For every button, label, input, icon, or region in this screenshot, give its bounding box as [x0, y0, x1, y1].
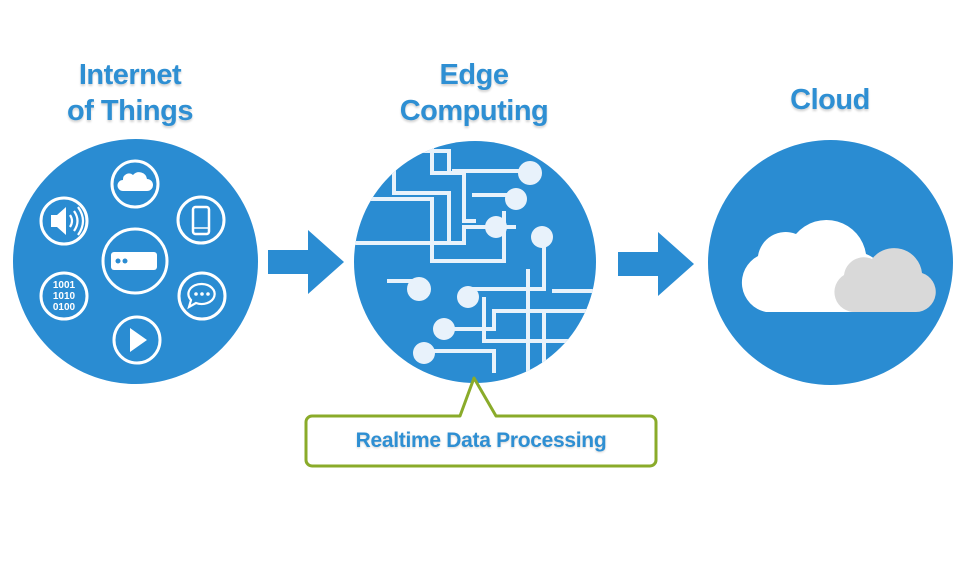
arrow-right-icon [268, 230, 344, 294]
cloud-title: Cloud [730, 82, 930, 118]
cloud-icon [110, 159, 160, 209]
router-device-icon [101, 227, 169, 295]
cloud-title-text: Cloud [790, 84, 870, 116]
binary-line-2: 1010 [53, 291, 76, 302]
edge-title: Edge Computing [374, 57, 574, 129]
callout-bubble [304, 376, 658, 468]
edge-title-line1: Edge [439, 59, 509, 91]
arrow-right-icon [618, 232, 694, 296]
edge-circle [354, 141, 596, 383]
iot-circle: 1001 1010 0100 [13, 139, 258, 384]
play-icon [112, 315, 162, 365]
iot-title: Internet of Things [30, 57, 230, 129]
circuit-pattern-icon [354, 141, 596, 383]
binary-line-3: 0100 [53, 302, 76, 313]
phone-icon [176, 195, 226, 245]
speaker-icon [39, 196, 89, 246]
cloud-pair-icon [741, 219, 936, 313]
iot-title-line1: Internet [78, 59, 182, 91]
edge-title-line2: Computing [399, 95, 549, 127]
binary-line-1: 1001 [53, 280, 76, 291]
gray-cloud-icon [834, 248, 936, 313]
cloud-circle [708, 140, 953, 385]
iot-title-line2: of Things [67, 95, 193, 127]
chat-bubble-icon [177, 271, 227, 321]
callout-label: Realtime Data Processing [355, 429, 607, 452]
binary-data-icon: 1001 1010 0100 [39, 271, 89, 321]
iot-icons-svg: 1001 1010 0100 [39, 159, 227, 365]
